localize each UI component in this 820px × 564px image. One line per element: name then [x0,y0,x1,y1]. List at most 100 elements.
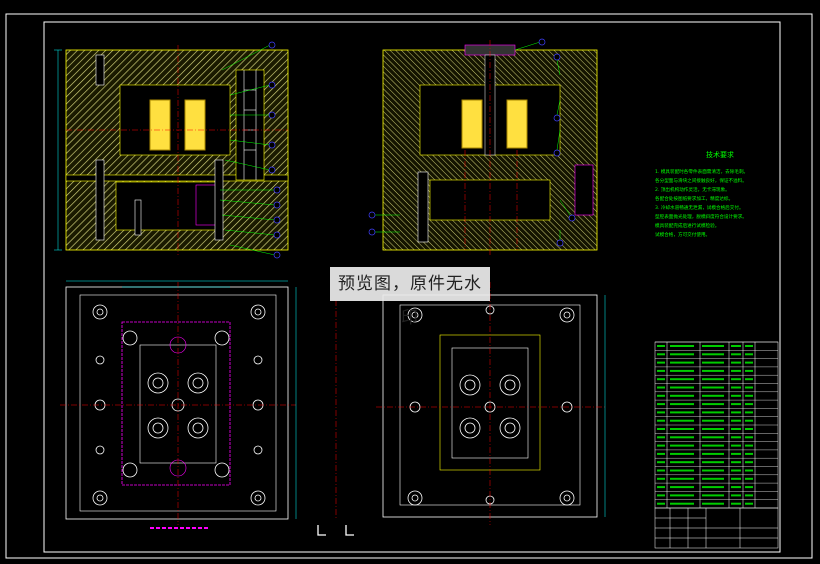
table-cell-mark [657,369,665,372]
table-cell-mark [670,345,694,347]
section-cut-marks [317,300,354,536]
table-cell-mark [745,502,753,505]
parts-list-rows [655,341,778,505]
front-section-view [54,41,289,259]
table-cell-mark [745,444,753,447]
technical-notes: 技术要求 1. 模具装配时各零件表面需清洁，去除毛刺。 各分型面与滑块之间接触良… [655,150,765,240]
table-cell-mark [670,486,694,489]
table-cell-mark [670,353,694,356]
table-cell-mark [657,477,665,480]
watermark-banner: 预览图，原件无水印 [330,267,490,328]
table-cell-mark [657,428,665,430]
table-cell-mark [731,486,741,489]
table-cell-mark [657,486,665,489]
table-cell-mark [702,345,724,347]
table-cell-mark [670,494,694,497]
table-cell-mark [731,361,741,364]
table-cell-mark [702,378,724,381]
table-cell-mark [745,452,753,455]
table-cell-mark [745,436,753,439]
table-cell-mark [670,428,694,430]
table-cell-mark [702,469,724,472]
table-cell-mark [745,419,753,422]
table-cell-mark [702,369,724,372]
drawing-frame [5,13,813,559]
table-cell-mark [745,369,753,372]
table-cell-mark [670,394,694,397]
technical-notes-title: 技术要求 [706,151,734,159]
table-cell-mark [670,436,694,439]
table-cell-mark [702,502,724,505]
table-cell-mark [670,419,694,422]
table-cell-mark [745,345,753,347]
table-cell-mark [731,378,741,381]
table-cell-mark [702,452,724,455]
table-cell-mark [745,403,753,406]
table-cell-mark [670,411,694,414]
table-cell-mark [702,461,724,464]
table-cell-mark [657,419,665,422]
table-cell-mark [731,403,741,406]
table-cell-mark [702,353,724,356]
technical-note-line: 各分型面与滑块之间接触良好，保证不溢料。 [655,179,747,184]
table-cell-mark [657,386,665,389]
table-cell-mark [731,353,741,356]
table-cell-mark [702,486,724,489]
table-cell-mark [745,477,753,480]
table-cell-mark [745,361,753,364]
table-cell-mark [731,428,741,430]
table-cell-mark [702,436,724,439]
table-cell-mark [657,494,665,497]
table-cell-mark [657,345,665,347]
table-cell-mark [657,452,665,455]
table-cell-mark [745,494,753,497]
moving-half-plan-view [60,280,297,529]
title-block [654,507,779,549]
table-cell-mark [745,469,753,472]
table-cell-mark [731,386,741,389]
table-cell-mark [670,444,694,447]
table-cell-mark [670,452,694,455]
technical-note-line: 各配合处按图纸要求加工，精度达标。 [655,197,734,202]
table-cell-mark [731,394,741,397]
table-cell-mark [702,444,724,447]
table-cell-mark [731,419,741,422]
table-cell-mark [657,361,665,364]
table-cell-mark [731,444,741,447]
table-cell-mark [657,461,665,464]
table-cell-mark [731,502,741,505]
table-cell-mark [745,394,753,397]
table-cell-mark [702,411,724,414]
table-cell-mark [670,461,694,464]
table-cell-mark [745,378,753,381]
table-cell-mark [745,386,753,389]
table-cell-mark [731,494,741,497]
table-cell-mark [670,469,694,472]
table-cell-mark [657,411,665,414]
table-cell-mark [657,436,665,439]
table-cell-mark [702,394,724,397]
table-cell-mark [657,378,665,381]
table-cell-mark [731,477,741,480]
table-cell-mark [745,428,753,430]
fixed-half-plan-view [376,282,606,525]
table-cell-mark [657,353,665,356]
technical-note-line: 模具装配完成后进行试模检验。 [655,224,720,229]
table-cell-mark [670,386,694,389]
table-cell-mark [731,469,741,472]
table-cell-mark [702,361,724,364]
table-cell-mark [731,369,741,372]
table-cell-mark [731,345,741,347]
table-cell-mark [731,411,741,414]
table-cell-mark [731,436,741,439]
table-cell-mark [702,494,724,497]
table-cell-mark [745,411,753,414]
table-cell-mark [657,394,665,397]
table-cell-mark [702,386,724,389]
technical-note-line: 3. 冷却水道畅通无泄漏，试模合格后交付。 [655,206,744,211]
table-cell-mark [745,461,753,464]
technical-note-line: 试模合格，方可交付使用。 [655,233,711,238]
table-cell-mark [670,403,694,406]
table-cell-mark [670,361,694,364]
